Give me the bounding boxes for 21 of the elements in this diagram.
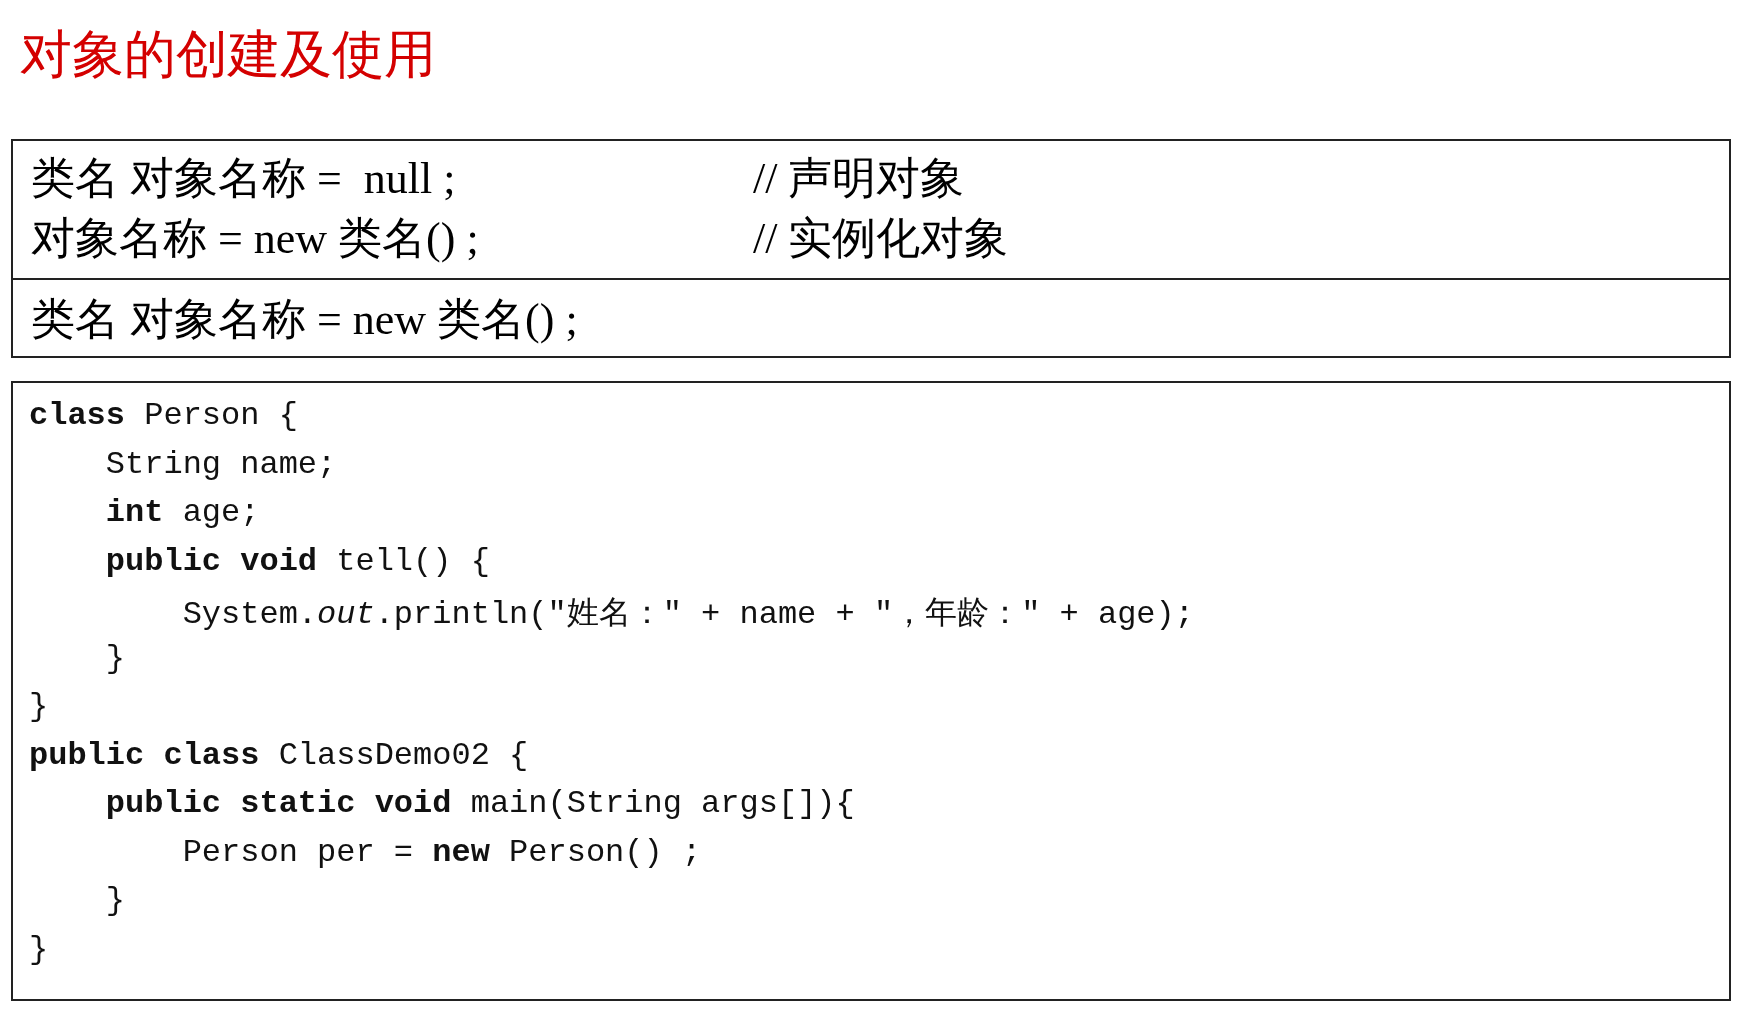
code-line: Person per = new Person() ; xyxy=(181,833,702,871)
code-line: public class ClassDemo02 { xyxy=(29,736,529,774)
syntax-line: 对象名称 = new 类名() ; xyxy=(31,213,479,265)
code-line: public void tell() { xyxy=(104,542,490,580)
syntax-box xyxy=(11,139,1731,280)
syntax-line: 类名 对象名称 = new 类名() ; xyxy=(31,294,578,346)
code-line: } xyxy=(104,882,125,919)
code-panel xyxy=(11,381,1731,1001)
code-line: System.out.println("姓名：" + name + "，年龄：" + age); xyxy=(181,595,1194,635)
code-line: public static void main(String args[]){ xyxy=(104,785,855,822)
slide-title: 对象的创建及使用 xyxy=(20,25,436,85)
code-comment: // 声明对象 xyxy=(753,153,965,205)
syntax-box xyxy=(11,278,1731,358)
code-line: String name; xyxy=(104,445,337,483)
syntax-line: 类名 对象名称 = null ; xyxy=(31,153,456,205)
code-line: } xyxy=(29,930,49,968)
code-line: int age; xyxy=(104,494,260,531)
code-line: } xyxy=(104,639,125,677)
code-line: } xyxy=(29,688,49,725)
code-comment: // 实例化对象 xyxy=(753,213,1009,265)
code-line: class Person { xyxy=(29,397,298,434)
